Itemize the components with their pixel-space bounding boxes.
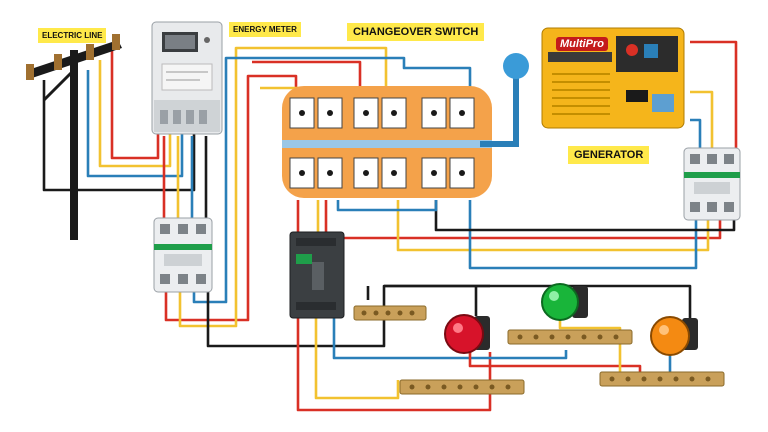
wire-red [324, 200, 722, 240]
wire-black [384, 284, 692, 330]
indicator-orange [650, 316, 698, 356]
wire-yellow [98, 60, 172, 168]
wire-blue [332, 318, 568, 360]
wire-yellow [314, 318, 400, 400]
wire-yellow [690, 90, 714, 148]
indicator-green [541, 283, 588, 321]
generator-breaker-icon [683, 147, 741, 221]
wire-red [690, 40, 738, 148]
busbar-icon [353, 305, 725, 395]
changeover-switch-label: CHANGEOVER SWITCH [347, 23, 485, 41]
utility-pole-icon [26, 34, 122, 240]
wire-yellow [396, 200, 710, 252]
wire-blue [468, 200, 698, 270]
indicator-lamp-icon [444, 283, 698, 356]
wire-blue [690, 118, 702, 148]
generator-label: GENERATOR [568, 146, 650, 164]
wire-black [434, 200, 736, 232]
mccb-icon [289, 231, 345, 319]
wire-red [110, 46, 160, 160]
wire-blue [86, 70, 184, 178]
electric-line-label: ELECTRIC LINE [38, 28, 107, 43]
energy-meter-label: ENERGY METER [229, 22, 301, 37]
switch-terminals-top [289, 97, 475, 129]
wire-yellow [178, 46, 388, 328]
wire-blue [336, 200, 438, 212]
wire-red [164, 74, 298, 322]
switch-icon [282, 53, 529, 198]
switch-terminals-bottom [289, 157, 475, 189]
wire-red [468, 350, 642, 372]
generator-brand-logo: MultiPro [556, 37, 608, 51]
meter-icon [151, 21, 223, 135]
main-breaker-icon [153, 217, 213, 293]
generator-icon [541, 27, 685, 129]
wire-blue [192, 56, 472, 304]
wire-yellow [558, 318, 622, 372]
indicator-red [444, 314, 490, 354]
wire-black [42, 80, 196, 192]
